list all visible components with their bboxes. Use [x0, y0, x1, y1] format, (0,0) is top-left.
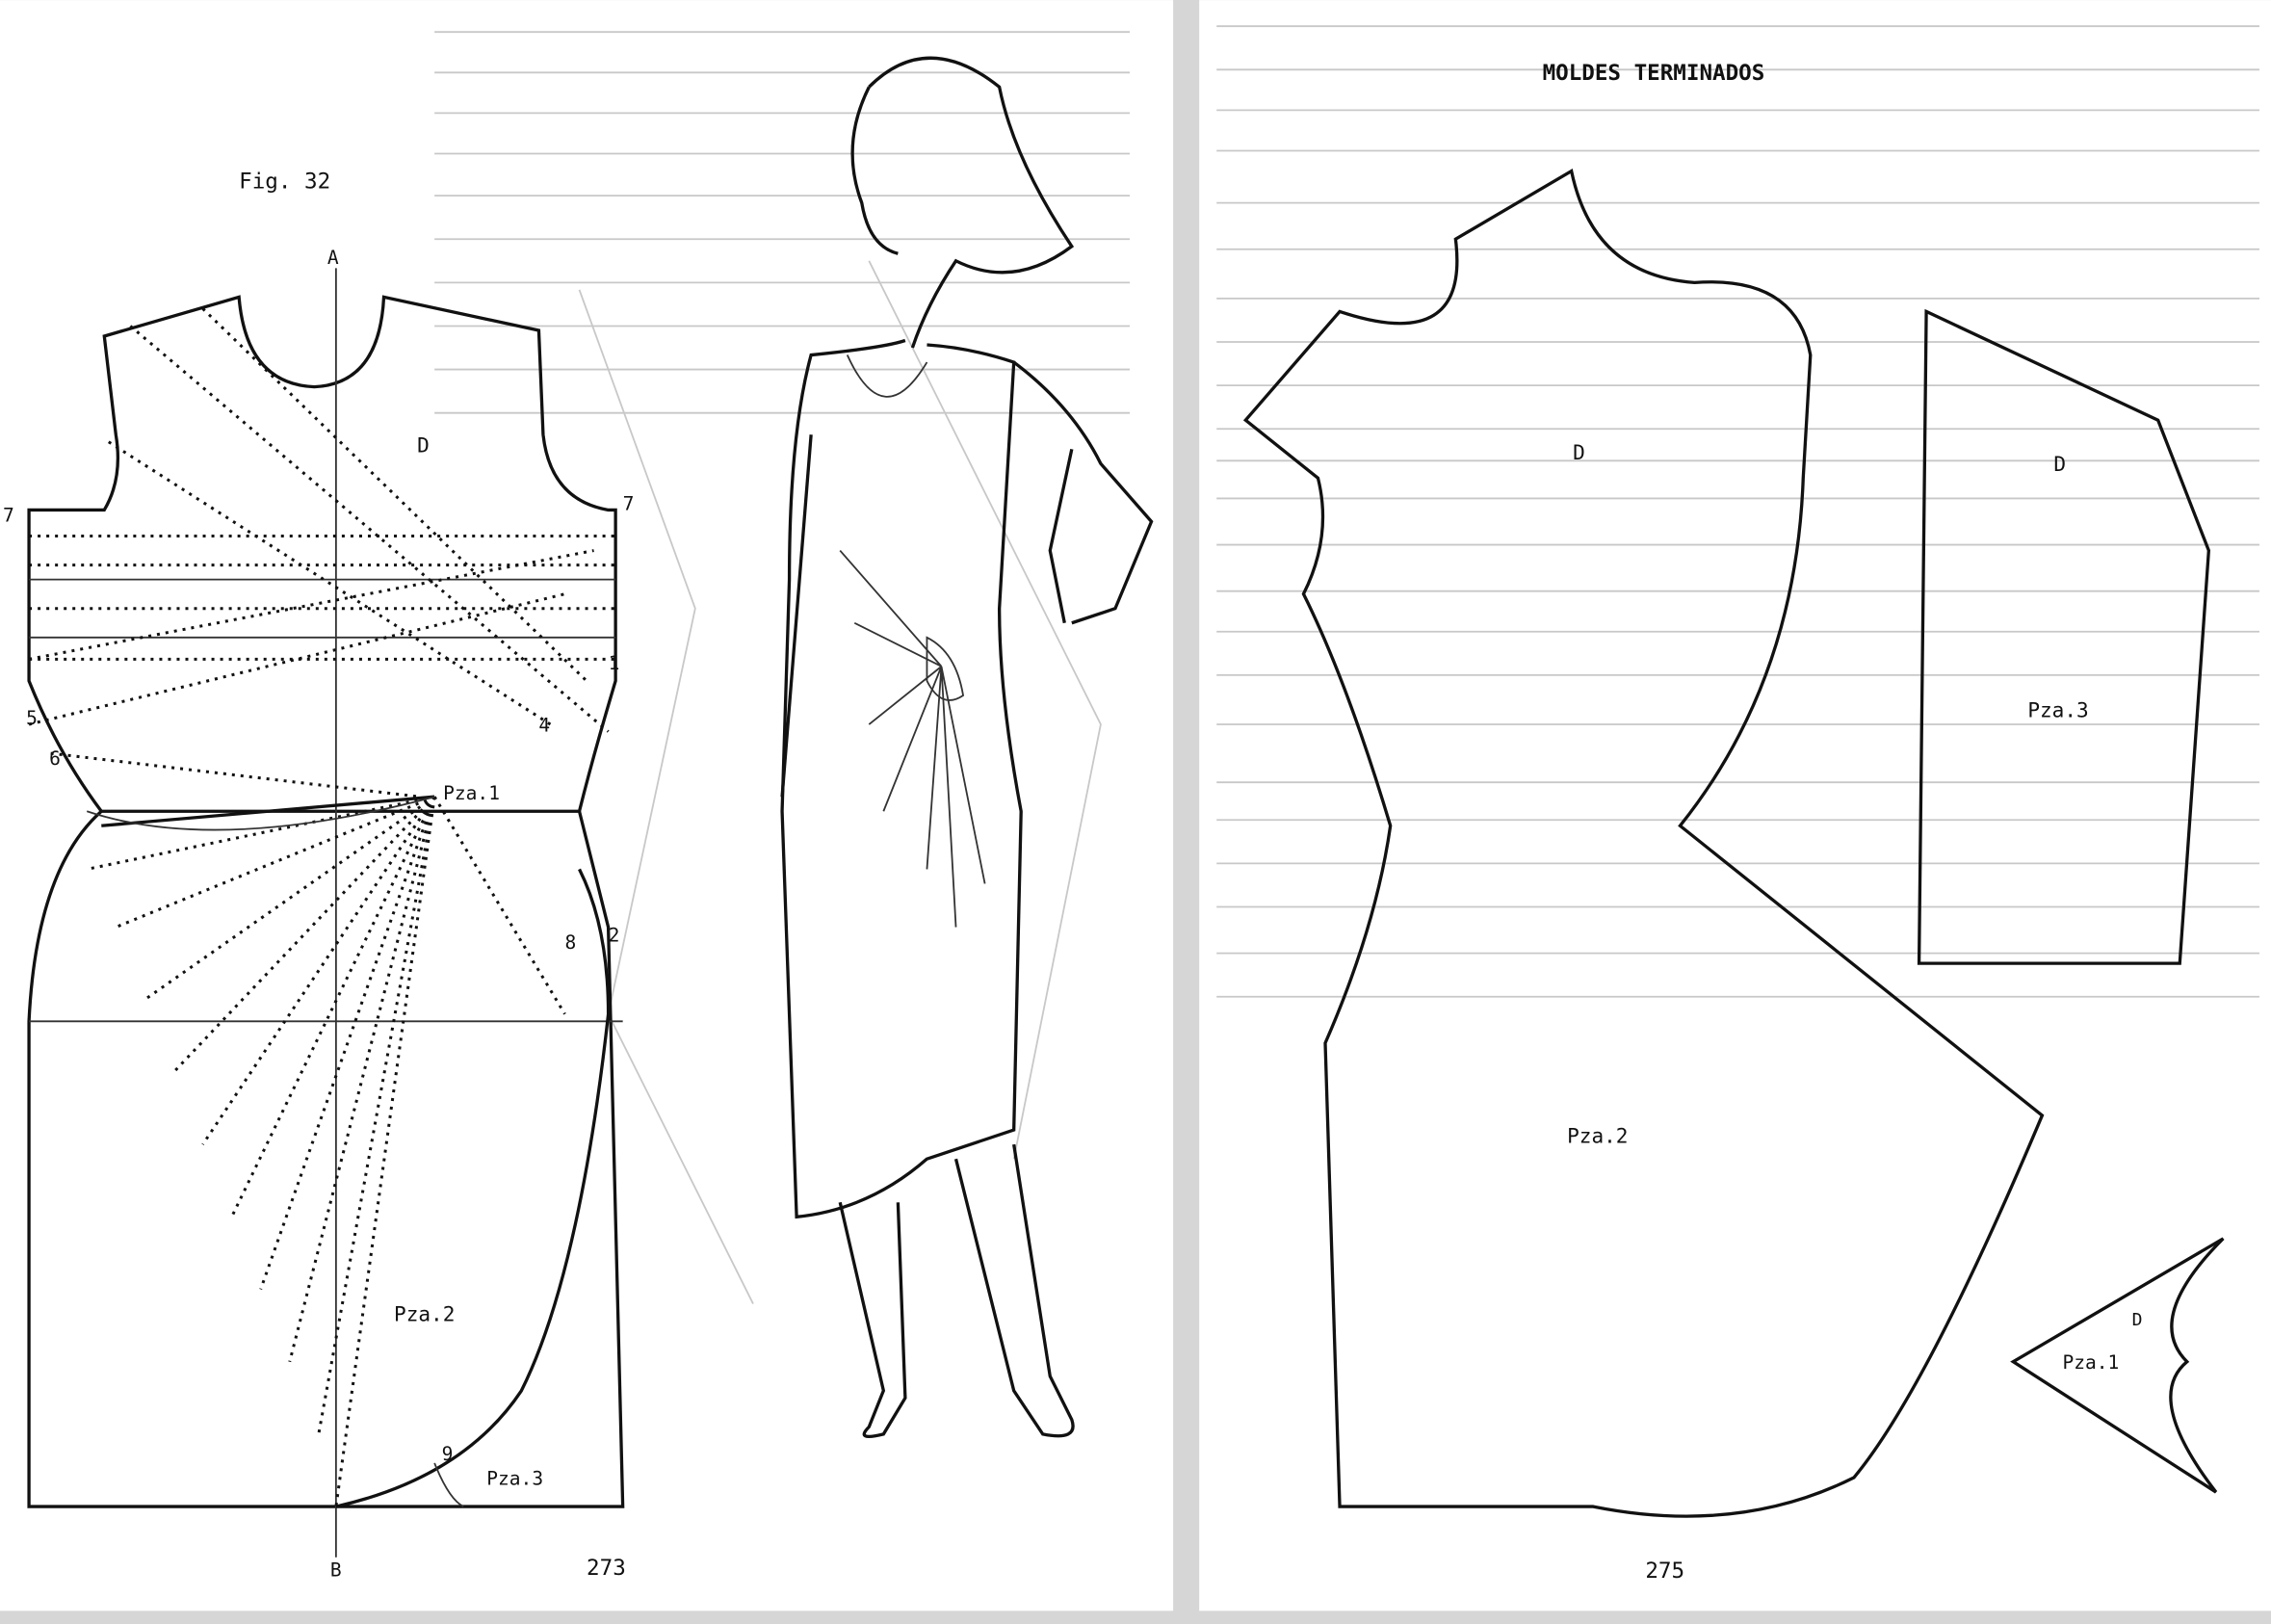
piece-mark: D: [2132, 1310, 2143, 1330]
diagonal-seams: [28, 307, 610, 799]
point-label: 9: [442, 1443, 454, 1465]
page-title: MOLDES TERMINADOS: [1543, 61, 1765, 86]
point-label: 8: [564, 931, 576, 954]
fan-seams: [86, 795, 566, 1507]
page-number-left: 273: [587, 1556, 626, 1581]
point-label: 7: [623, 492, 635, 514]
point-label: 4: [538, 715, 550, 737]
bodice-mark: D: [417, 432, 430, 457]
left-page: [0, 0, 1174, 1611]
point-label: 6: [49, 747, 61, 770]
skirt-outline: [27, 810, 625, 1508]
piece-mark: D: [2053, 452, 2066, 476]
bodice-outline: [27, 295, 617, 813]
figure-title: Fig. 32: [239, 170, 330, 195]
fashion-illustration: [780, 56, 1154, 1439]
pattern-piece-pza1: [2010, 1237, 2225, 1494]
piece-label-pza1: Pza.1: [443, 782, 500, 804]
point-label: 5: [26, 707, 38, 729]
page-number-right: 275: [1645, 1559, 1684, 1584]
point-label: 1: [609, 652, 620, 674]
dress-draft: [27, 268, 625, 1558]
pattern-piece-pza3: [1917, 308, 2211, 965]
bleed-through-text: [434, 25, 2259, 1304]
point-label: 7: [3, 504, 14, 526]
piece-mark: D: [1573, 440, 1585, 464]
piece-label-pza3: Pza.3: [486, 1468, 543, 1490]
pattern-piece-pza2: [1242, 168, 2045, 1518]
pza2-curve: [335, 868, 611, 1508]
point-a: A: [327, 247, 339, 269]
piece-label-pza2: Pza.2: [394, 1302, 455, 1326]
point-label: 2: [609, 925, 620, 947]
piece-label-pza2: Pza.2: [1567, 1124, 1628, 1148]
piece-label-pza1: Pza.1: [2062, 1351, 2119, 1374]
right-page: [1199, 0, 2271, 1611]
piece-label-pza3: Pza.3: [2027, 697, 2088, 721]
point-b: B: [330, 1559, 342, 1581]
